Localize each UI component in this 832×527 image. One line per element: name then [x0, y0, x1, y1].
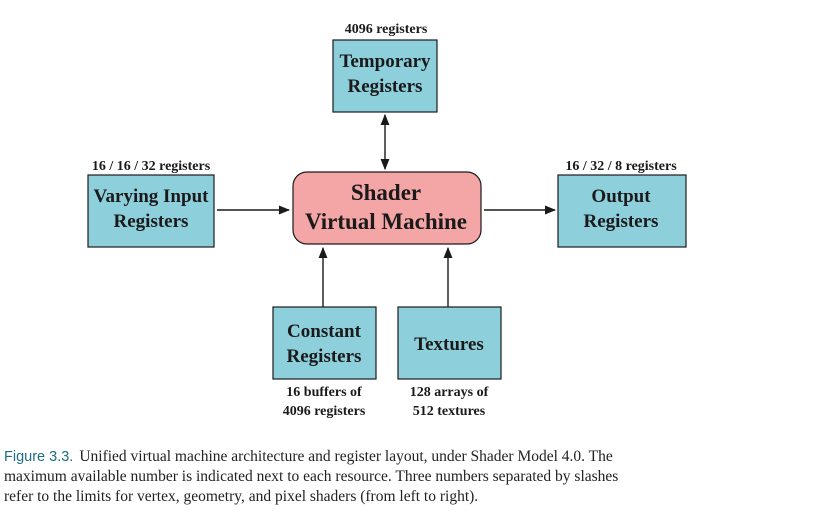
shader-virtual-machine-box [292, 171, 482, 245]
textures-label: Textures [414, 334, 484, 355]
output-registers-label-2: Registers [584, 211, 659, 232]
textures-box [397, 306, 502, 380]
constant-registers-label-2: Registers [287, 346, 362, 367]
constant-registers-limit-1: 16 buffers of [286, 385, 362, 400]
output-registers-label-1: Output [591, 186, 651, 207]
temporary-registers-box [332, 39, 438, 113]
shader-vm-label-1: Shader [351, 180, 421, 205]
textures-limit-2: 512 textures [413, 404, 486, 419]
temporary-registers-limit: 4096 registers [345, 22, 428, 37]
temporary-registers-label-1: Temporary [339, 51, 431, 72]
constant-registers-label-1: Constant [287, 321, 362, 342]
caption-line-3: refer to the limits for vertex, geometry… [4, 488, 479, 505]
varying-input-limit: 16 / 16 / 32 registers [92, 159, 211, 174]
constant-registers-limit-2: 4096 registers [283, 404, 366, 419]
temporary-registers-label-2: Registers [348, 76, 423, 97]
caption-line-2: maximum available number is indicated ne… [4, 468, 619, 485]
output-registers-box [557, 174, 687, 248]
architecture-diagram: 4096 registers Temporary Registers 16 / … [87, 22, 687, 419]
textures-limit-1: 128 arrays of [410, 385, 489, 400]
figure-caption: Figure 3.3. Unified virtual machine archi… [4, 447, 804, 507]
caption-label: Figure 3.3. [4, 449, 74, 465]
constant-registers-box [272, 306, 377, 380]
shader-vm-label-2: Virtual Machine [305, 209, 467, 234]
varying-input-registers-box [87, 174, 215, 248]
caption-text-1: Unified virtual machine architecture and… [79, 448, 613, 465]
caption-line-1: Figure 3.3. Unified virtual machine archi… [4, 447, 804, 467]
varying-input-label-2: Registers [114, 211, 189, 232]
output-registers-limit: 16 / 32 / 8 registers [565, 159, 677, 174]
varying-input-label-1: Varying Input [94, 186, 210, 207]
